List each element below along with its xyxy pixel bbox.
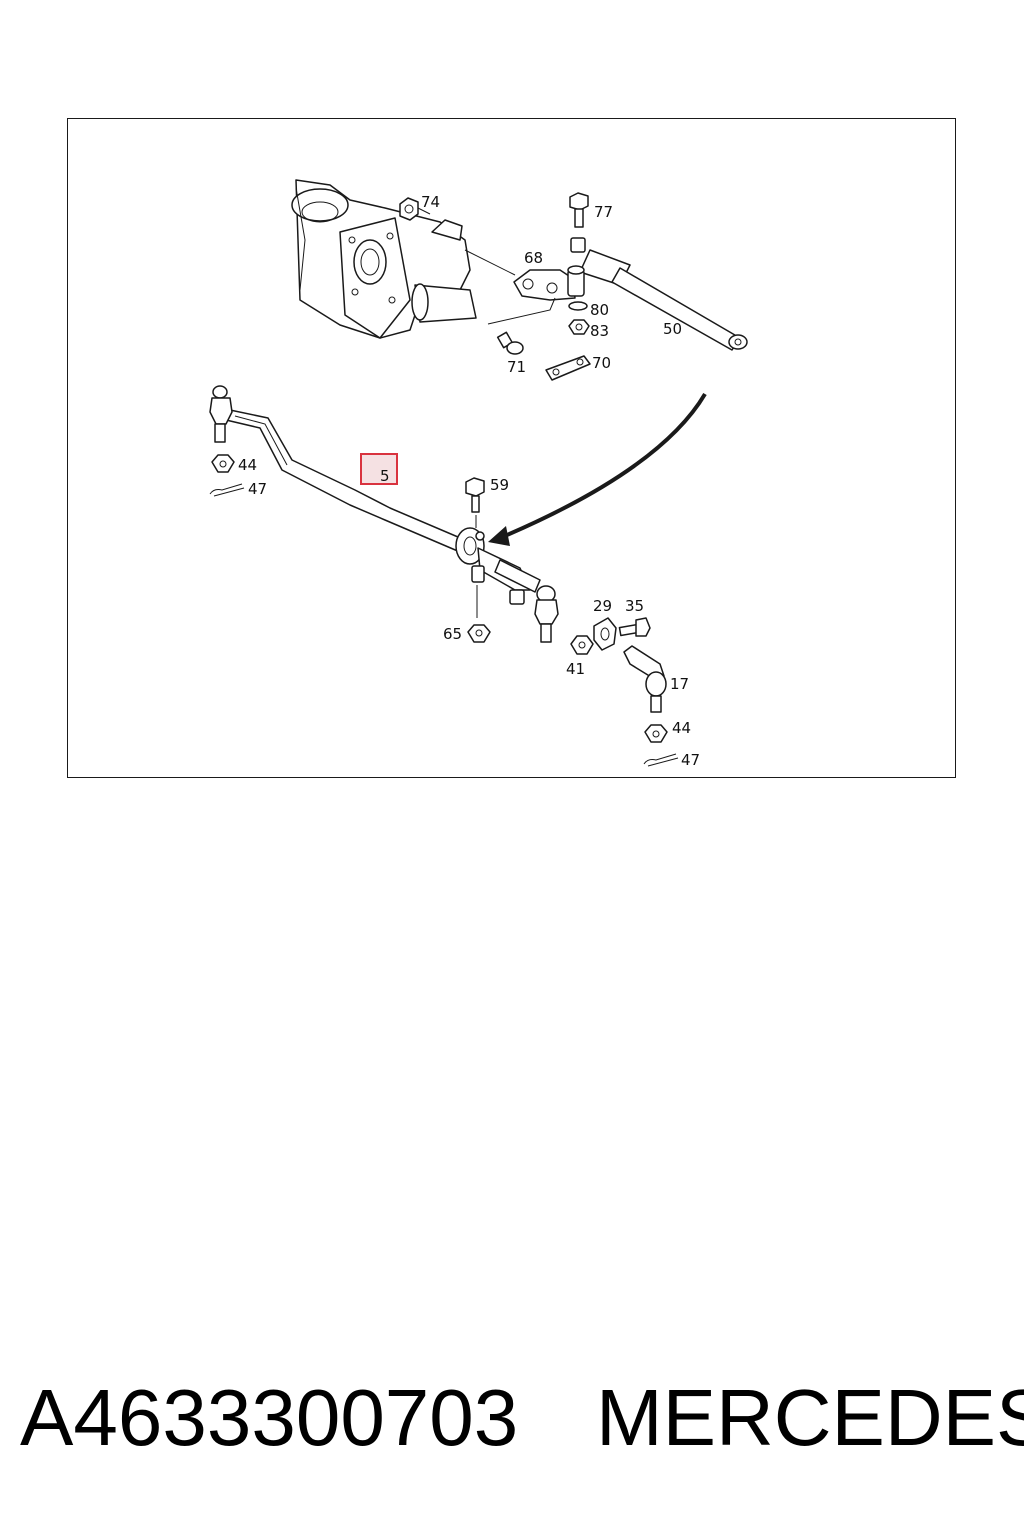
nut-41 bbox=[570, 635, 594, 655]
callout-74: 74 bbox=[421, 193, 440, 211]
clamp-assembly bbox=[455, 527, 541, 618]
cotter-pin-47-right bbox=[643, 753, 679, 767]
bolt-35 bbox=[618, 617, 651, 637]
highlight-box-5 bbox=[360, 453, 398, 485]
cotter-pin-47-left bbox=[209, 483, 245, 497]
steering-gear-housing bbox=[291, 179, 477, 339]
callout-80: 80 bbox=[590, 301, 609, 319]
callout-83: 83 bbox=[590, 322, 609, 340]
tie-rod-end-right bbox=[534, 585, 559, 643]
bolt-59 bbox=[465, 477, 485, 528]
callout-29: 29 bbox=[593, 597, 612, 615]
callout-59: 59 bbox=[490, 476, 509, 494]
callout-65: 65 bbox=[443, 625, 462, 643]
callout-44-right: 44 bbox=[672, 719, 691, 737]
caption: A4633300703 MERCEDES bbox=[0, 1368, 1024, 1468]
callout-5: 5 bbox=[380, 467, 390, 485]
callout-47-left: 47 bbox=[248, 480, 267, 498]
direction-arrow bbox=[488, 392, 707, 546]
plate-70 bbox=[545, 355, 591, 381]
callout-50: 50 bbox=[663, 320, 682, 338]
bolt-71 bbox=[496, 331, 524, 355]
callout-47-right: 47 bbox=[681, 751, 700, 769]
nut-74 bbox=[399, 197, 431, 221]
callout-41: 41 bbox=[566, 660, 585, 678]
bracket-68 bbox=[464, 249, 576, 325]
tie-rod-end-17 bbox=[623, 645, 667, 713]
part-number: A4633300703 bbox=[20, 1373, 519, 1462]
nut-44-right bbox=[644, 724, 668, 743]
washer-80 bbox=[568, 301, 588, 311]
nut-44-left bbox=[211, 454, 235, 473]
damper-50 bbox=[567, 237, 748, 351]
diagram-frame bbox=[67, 118, 956, 778]
nut-65 bbox=[467, 624, 491, 643]
callout-71: 71 bbox=[507, 358, 526, 376]
brand-name: MERCEDES bbox=[596, 1373, 1024, 1462]
clamp-29 bbox=[593, 617, 617, 651]
nut-83 bbox=[568, 319, 590, 335]
bolt-77 bbox=[569, 192, 589, 228]
callout-44-left: 44 bbox=[238, 456, 257, 474]
callout-35: 35 bbox=[625, 597, 644, 615]
callout-77: 77 bbox=[594, 203, 613, 221]
callout-68: 68 bbox=[524, 249, 543, 267]
callout-70: 70 bbox=[592, 354, 611, 372]
tie-rod-end-left bbox=[209, 385, 233, 443]
callout-17: 17 bbox=[670, 675, 689, 693]
